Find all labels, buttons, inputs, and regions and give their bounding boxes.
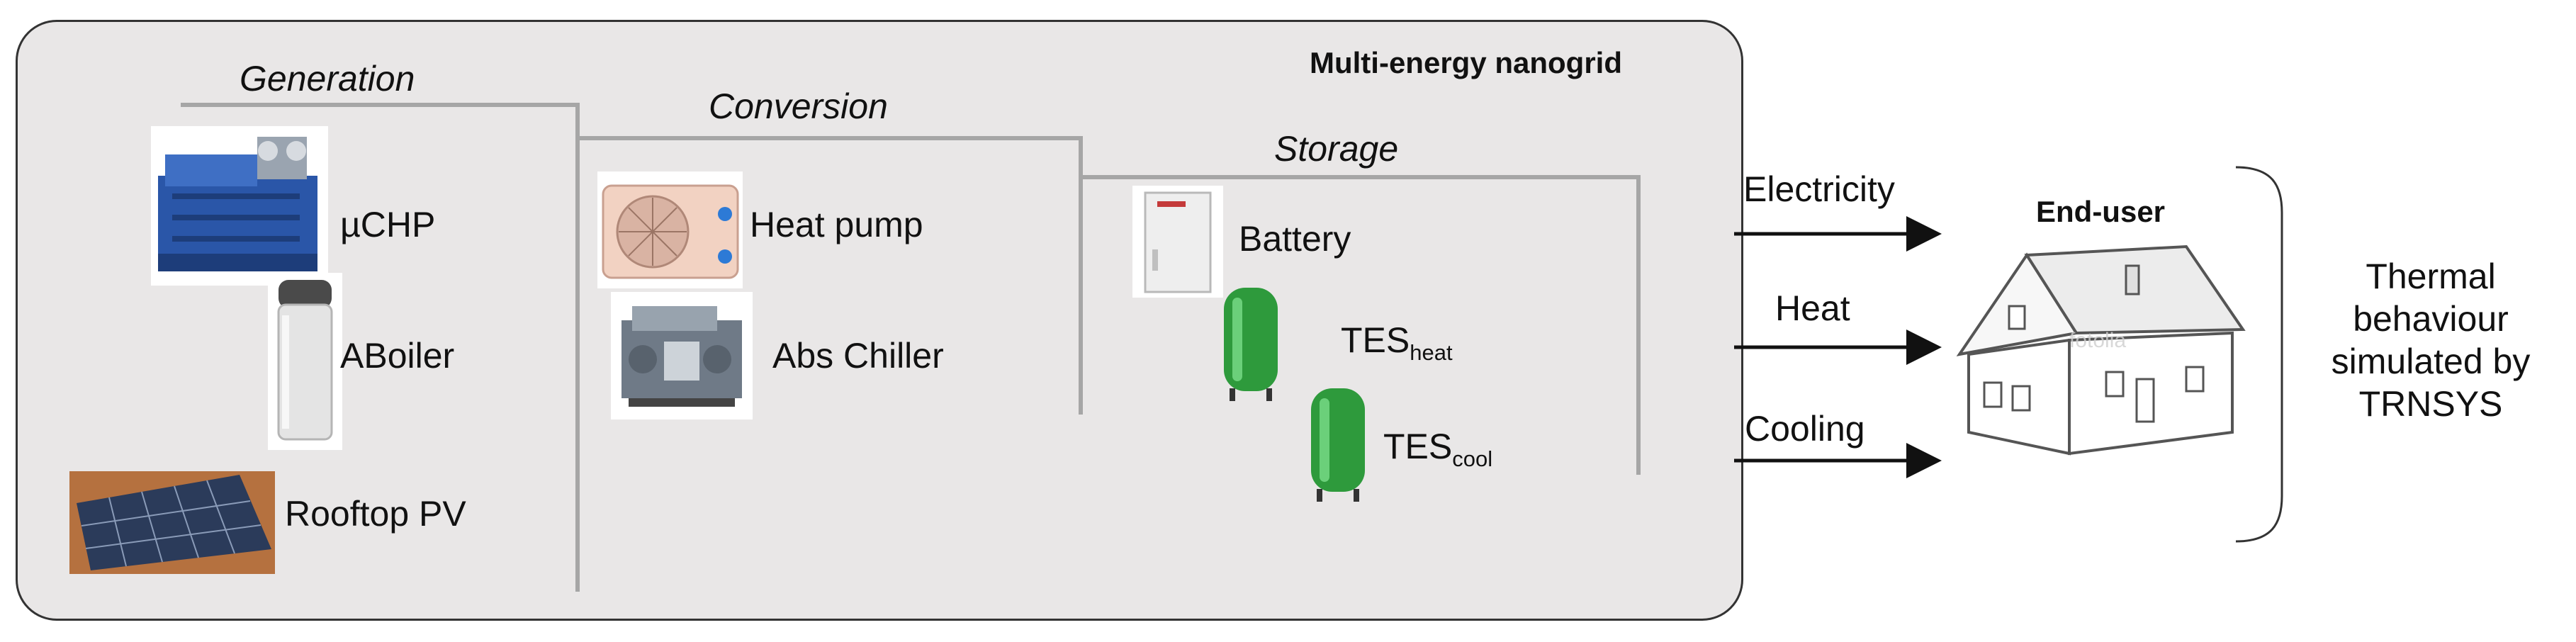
thermal-note-line2: behaviour (2353, 299, 2509, 339)
label-uchp: µCHP (340, 205, 436, 244)
label-tes-heat: TESheat (1341, 320, 1453, 365)
flow-label-cooling: Cooling (1745, 409, 1865, 449)
label-rooftop-pv: Rooftop PV (285, 494, 466, 534)
tes-heat-tank-icon (1224, 288, 1278, 401)
section-conversion: Conversion (709, 86, 888, 126)
house-icon: fotolia (1956, 244, 2246, 456)
section-generation: Generation (240, 59, 415, 98)
conversion-divider (578, 136, 1083, 415)
tes-cool-tank-icon (1311, 388, 1365, 502)
battery-icon (1132, 186, 1223, 298)
label-battery: Battery (1239, 219, 1351, 259)
thermal-note: Thermal behaviour simulated by TRNSYS (2293, 255, 2569, 425)
flow-label-electricity: Electricity (1743, 169, 1895, 209)
thermal-note-line3: simulated by (2331, 342, 2531, 381)
flow-label-heat: Heat (1775, 288, 1850, 328)
house-watermark: fotolia (2069, 329, 2126, 352)
section-storage: Storage (1274, 129, 1399, 169)
end-user-bracket (2235, 166, 2283, 543)
label-abs-chiller: Abs Chiller (772, 336, 944, 376)
label-heat-pump: Heat pump (750, 205, 923, 244)
label-tes-cool: TEScool (1383, 427, 1493, 471)
heat-pump-icon (597, 171, 743, 288)
end-user-title: End-user (2036, 195, 2166, 228)
rooftop-pv-icon (69, 471, 275, 574)
label-aboiler: ABoiler (340, 336, 455, 376)
thermal-note-line1: Thermal (2366, 257, 2496, 296)
aboiler-icon (268, 273, 342, 450)
generation-divider (181, 103, 580, 592)
chp-engine-icon (151, 126, 328, 286)
abs-chiller-icon (611, 292, 753, 419)
thermal-note-line4: TRNSYS (2358, 384, 2503, 424)
storage-divider (1081, 175, 1641, 475)
nanogrid-title: Multi-energy nanogrid (1310, 46, 1622, 79)
